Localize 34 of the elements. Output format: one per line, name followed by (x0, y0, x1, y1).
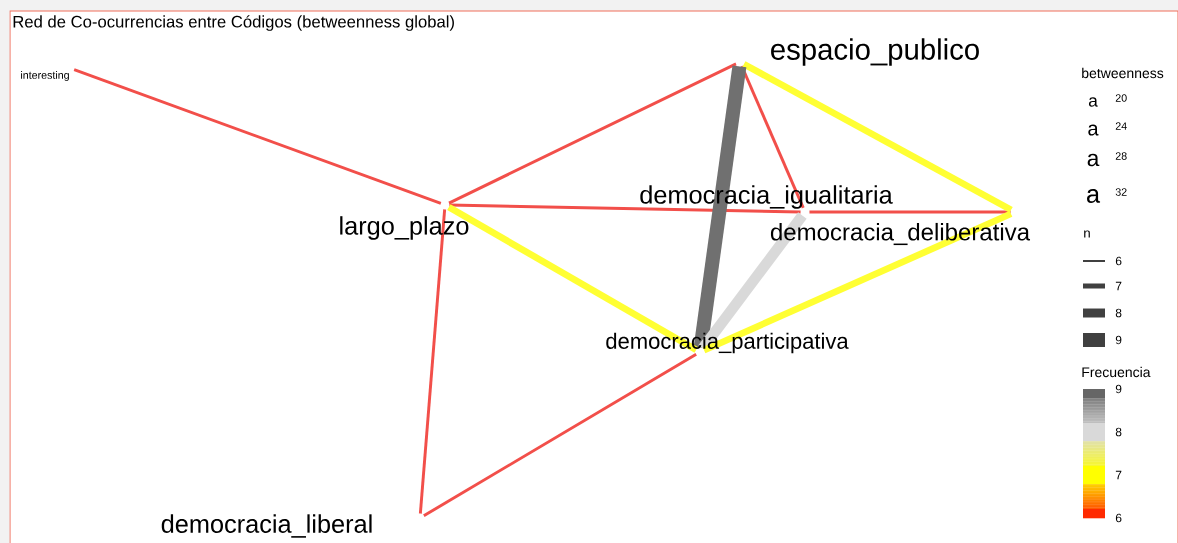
network-edge (693, 65, 747, 349)
legend-label: 7 (1115, 470, 1122, 480)
network-edge (448, 62, 737, 205)
network-edge (418, 209, 447, 514)
node-label: espacio_publico (735, 38, 979, 67)
size-sample: a (1087, 189, 1101, 203)
network-edge (423, 353, 697, 517)
legend-title: n (1084, 230, 1090, 238)
legend-label: 6 (1115, 513, 1122, 523)
legend-label: 32 (1115, 188, 1127, 196)
size-sample: a (1088, 124, 1099, 136)
size-sample: a (1087, 153, 1100, 167)
legend-label: 8 (1115, 427, 1122, 437)
legend-label: 9 (1115, 384, 1122, 394)
legend-label: 28 (1115, 152, 1127, 160)
network-edge (740, 65, 805, 209)
network-edge (809, 210, 1011, 214)
network-edge (702, 210, 1013, 354)
network-edge (742, 61, 1013, 213)
chart-title: Red de Co-ocurrencias entre Códigos (betweenness global) (13, 15, 454, 31)
legend-label: 20 (1115, 94, 1127, 102)
node-label: interesting (21, 63, 75, 81)
network-edge (447, 204, 698, 353)
legend-title: betweenness (1082, 67, 1164, 79)
network-edge (449, 203, 801, 214)
size-sample: a (1088, 97, 1098, 107)
legend-label: 6 (1115, 256, 1122, 266)
node-label: democracia_liberal (161, 513, 425, 538)
legend-label: 7 (1115, 281, 1122, 291)
legend-title: Frecuencia (1082, 366, 1151, 378)
legend-label: 24 (1115, 122, 1127, 130)
network-edge (73, 68, 442, 205)
legend-label: 8 (1115, 308, 1122, 318)
legend-label: 9 (1115, 335, 1122, 345)
